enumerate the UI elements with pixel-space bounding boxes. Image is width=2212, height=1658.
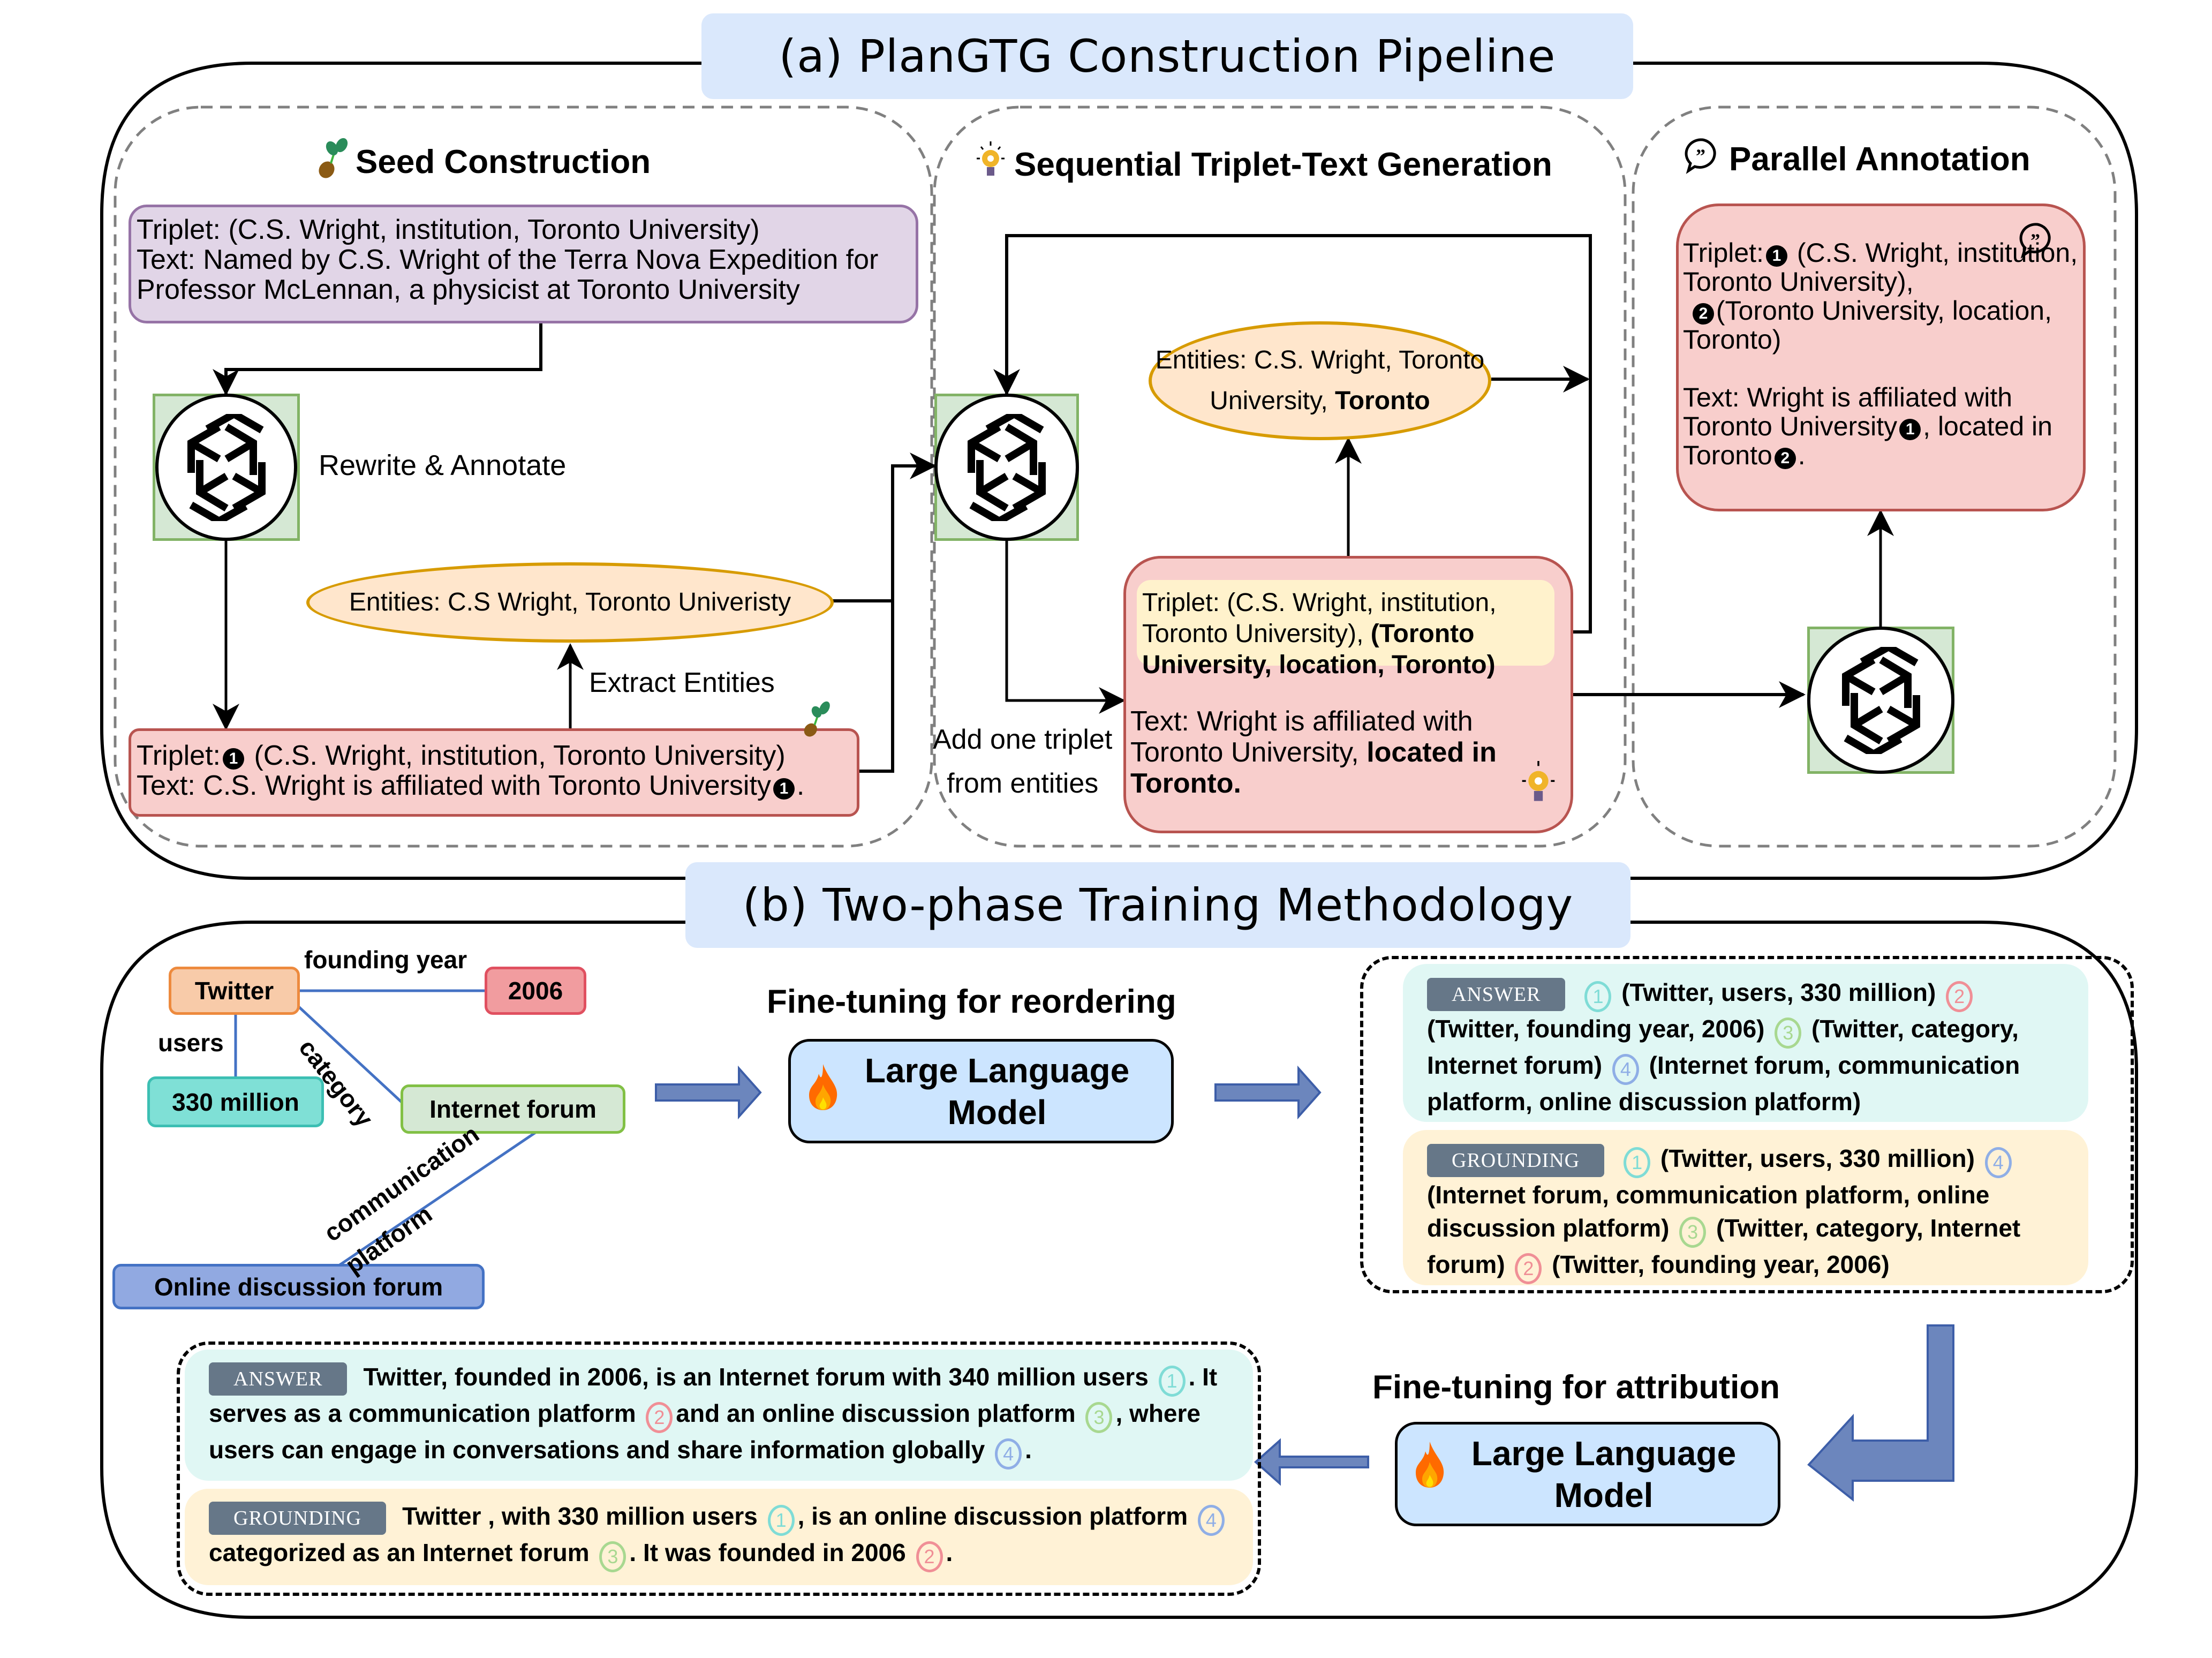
- openai-icon: [1807, 627, 1954, 774]
- seed-entities-ellipse: Entities: C.S Wright, Toronto Univeristy: [306, 562, 834, 643]
- graph-node-twitter: Twitter: [169, 967, 300, 1015]
- citation-marker: 1: [773, 778, 795, 800]
- reorder-answer-text: 1 (Twitter, users, 330 million) 2 (Twitt…: [1427, 978, 2020, 1116]
- sentence-text: Twitter, founded in 2006, is an Internet…: [363, 1363, 1156, 1391]
- answer-tag: ANSWER: [209, 1362, 348, 1396]
- arrow-to-output: [1254, 1438, 1369, 1486]
- graph-node-2006: 2006: [485, 967, 586, 1015]
- citation-circle-4: 4: [995, 1438, 1022, 1469]
- citation-circle-2: 2: [646, 1402, 673, 1433]
- triplet-text: (Twitter, founding year, 2006): [1545, 1250, 1890, 1278]
- phase2-title: Fine-tuning for attribution: [1372, 1369, 1780, 1406]
- arrow-to-llm1: [655, 1065, 762, 1120]
- sentence-text: , is an online discussion platform: [797, 1502, 1195, 1530]
- seed-triplet-box: Triplet:1 (C.S. Wright, institution, Tor…: [129, 728, 859, 817]
- edge-label-users: users: [158, 1029, 224, 1057]
- citation-circle-2: 2: [1515, 1253, 1542, 1284]
- reorder-grounding-text: 1 (Twitter, users, 330 million) 4 (Inter…: [1427, 1144, 2021, 1284]
- citation-circle-1: 1: [1624, 1147, 1651, 1178]
- sentence-text: , where users can engage in conversation…: [209, 1399, 1201, 1464]
- citation-circle-1: 1: [767, 1505, 795, 1536]
- citation-circle-4: 4: [1612, 1054, 1639, 1085]
- sequential-heading: Sequential Triplet-Text Generation: [975, 139, 1552, 190]
- citation-circle-1: 1: [1158, 1366, 1186, 1397]
- sentence-text: . It serves as a communication platform: [209, 1363, 1218, 1427]
- graph-node-330-million: 330 million: [147, 1076, 324, 1127]
- svg-text:”: ”: [2030, 230, 2040, 251]
- fire-icon: [1414, 1441, 1446, 1498]
- section-a-title: (a) PlanGTG Construction Pipeline: [701, 13, 1633, 99]
- citation-marker: 2: [1692, 303, 1714, 325]
- sentence-text: . It was founded in 2006: [629, 1539, 913, 1566]
- svg-text:”: ”: [1696, 145, 1705, 167]
- triplet-text: (Twitter, users, 330 million): [1614, 978, 1943, 1006]
- phase1-title: Fine-tuning for reordering: [767, 983, 1176, 1020]
- extract-entities-label: Extract Entities: [589, 667, 775, 698]
- graph-node-internet-forum: Internet forum: [401, 1084, 625, 1134]
- seed-heading: Seed Construction: [316, 137, 651, 187]
- arrow-from-llm1: [1214, 1065, 1322, 1120]
- citation-marker: 2: [1774, 448, 1796, 469]
- sentence-text: Twitter , with 330 million users: [402, 1502, 765, 1530]
- sprout-icon: [801, 699, 833, 742]
- openai-icon: [155, 394, 297, 541]
- grounding-tag: GROUNDING: [1427, 1144, 1605, 1177]
- sequential-triplet-box: Triplet: (C.S. Wright, institution, Toro…: [1123, 556, 1573, 833]
- attribution-output-container: [177, 1342, 1261, 1596]
- sequential-text: Text: Wright is affiliated with Toronto …: [1130, 706, 1497, 799]
- citation-circle-2: 2: [916, 1541, 943, 1572]
- graph-node-online-discussion-forum: Online discussion forum: [112, 1264, 485, 1309]
- parallel-annotation-box: Triplet:1 (C.S. Wright, institution, Tor…: [1676, 204, 2086, 511]
- sentence-text: categorized as an Internet forum: [209, 1539, 597, 1566]
- lightbulb-gear-icon: [1520, 757, 1557, 816]
- sprout-icon: [316, 137, 348, 187]
- reorder-output-container: [1360, 956, 2134, 1293]
- citation-circle-3: 3: [1775, 1018, 1802, 1049]
- triplet-text: (Internet forum, communication platform,…: [1427, 1181, 1990, 1242]
- edge-label-founding-year: founding year: [304, 946, 467, 974]
- grounding-tag: GROUNDING: [209, 1502, 387, 1535]
- sentence-text: and an online discussion platform: [676, 1399, 1083, 1427]
- citation-circle-3: 3: [1679, 1217, 1707, 1248]
- openai-icon: [934, 394, 1079, 541]
- section-b-title: (b) Two-phase Training Methodology: [685, 862, 1630, 948]
- answer-tag: ANSWER: [1427, 978, 1566, 1011]
- triplet-text: (Twitter, category, Internet forum): [1427, 1214, 2021, 1278]
- citation-circle-3: 3: [599, 1541, 626, 1572]
- citation-circle-4: 4: [1197, 1505, 1225, 1536]
- citation-marker: 1: [223, 748, 244, 770]
- parallel-heading: ” Parallel Annotation: [1684, 137, 2030, 182]
- triplet-text: (Internet forum, communication platform,…: [1427, 1051, 2020, 1116]
- citation-circle-1: 1: [1584, 981, 1612, 1012]
- rewrite-annotate-label: Rewrite & Annotate: [319, 449, 567, 481]
- triplet-text: (Twitter, founding year, 2006): [1427, 1015, 1772, 1043]
- add-triplet-label: Add one triplet from entities: [933, 724, 1113, 799]
- quote-bubble-icon: ”: [1684, 137, 1722, 182]
- citation-marker: 1: [1765, 245, 1787, 267]
- seed-source-box: Triplet: (C.S. Wright, institution, Toro…: [129, 205, 918, 323]
- triplet-text: (Twitter, category, Internet forum): [1427, 1015, 2019, 1079]
- attribution-grounding-text: Twitter , with 330 million users 1, is a…: [209, 1502, 1228, 1572]
- fire-icon: [807, 1063, 839, 1120]
- quote-bubble-icon: ”: [2019, 221, 2056, 264]
- attribution-answer-panel: ANSWER Twitter, founded in 2006, is an In…: [185, 1350, 1253, 1481]
- citation-circle-2: 2: [1946, 981, 1973, 1012]
- citation-circle-4: 4: [1984, 1147, 2012, 1178]
- citation-marker: 1: [1899, 419, 1921, 440]
- triplet-text: (Twitter, users, 330 million): [1654, 1144, 1982, 1172]
- attribution-answer-text: Twitter, founded in 2006, is an Internet…: [209, 1363, 1218, 1469]
- citation-circle-3: 3: [1085, 1402, 1113, 1433]
- elbow-arrow-down: [1807, 1324, 1954, 1502]
- lightbulb-gear-icon: [975, 139, 1007, 190]
- triplet-highlight: Triplet: (C.S. Wright, institution, Toro…: [1137, 580, 1554, 679]
